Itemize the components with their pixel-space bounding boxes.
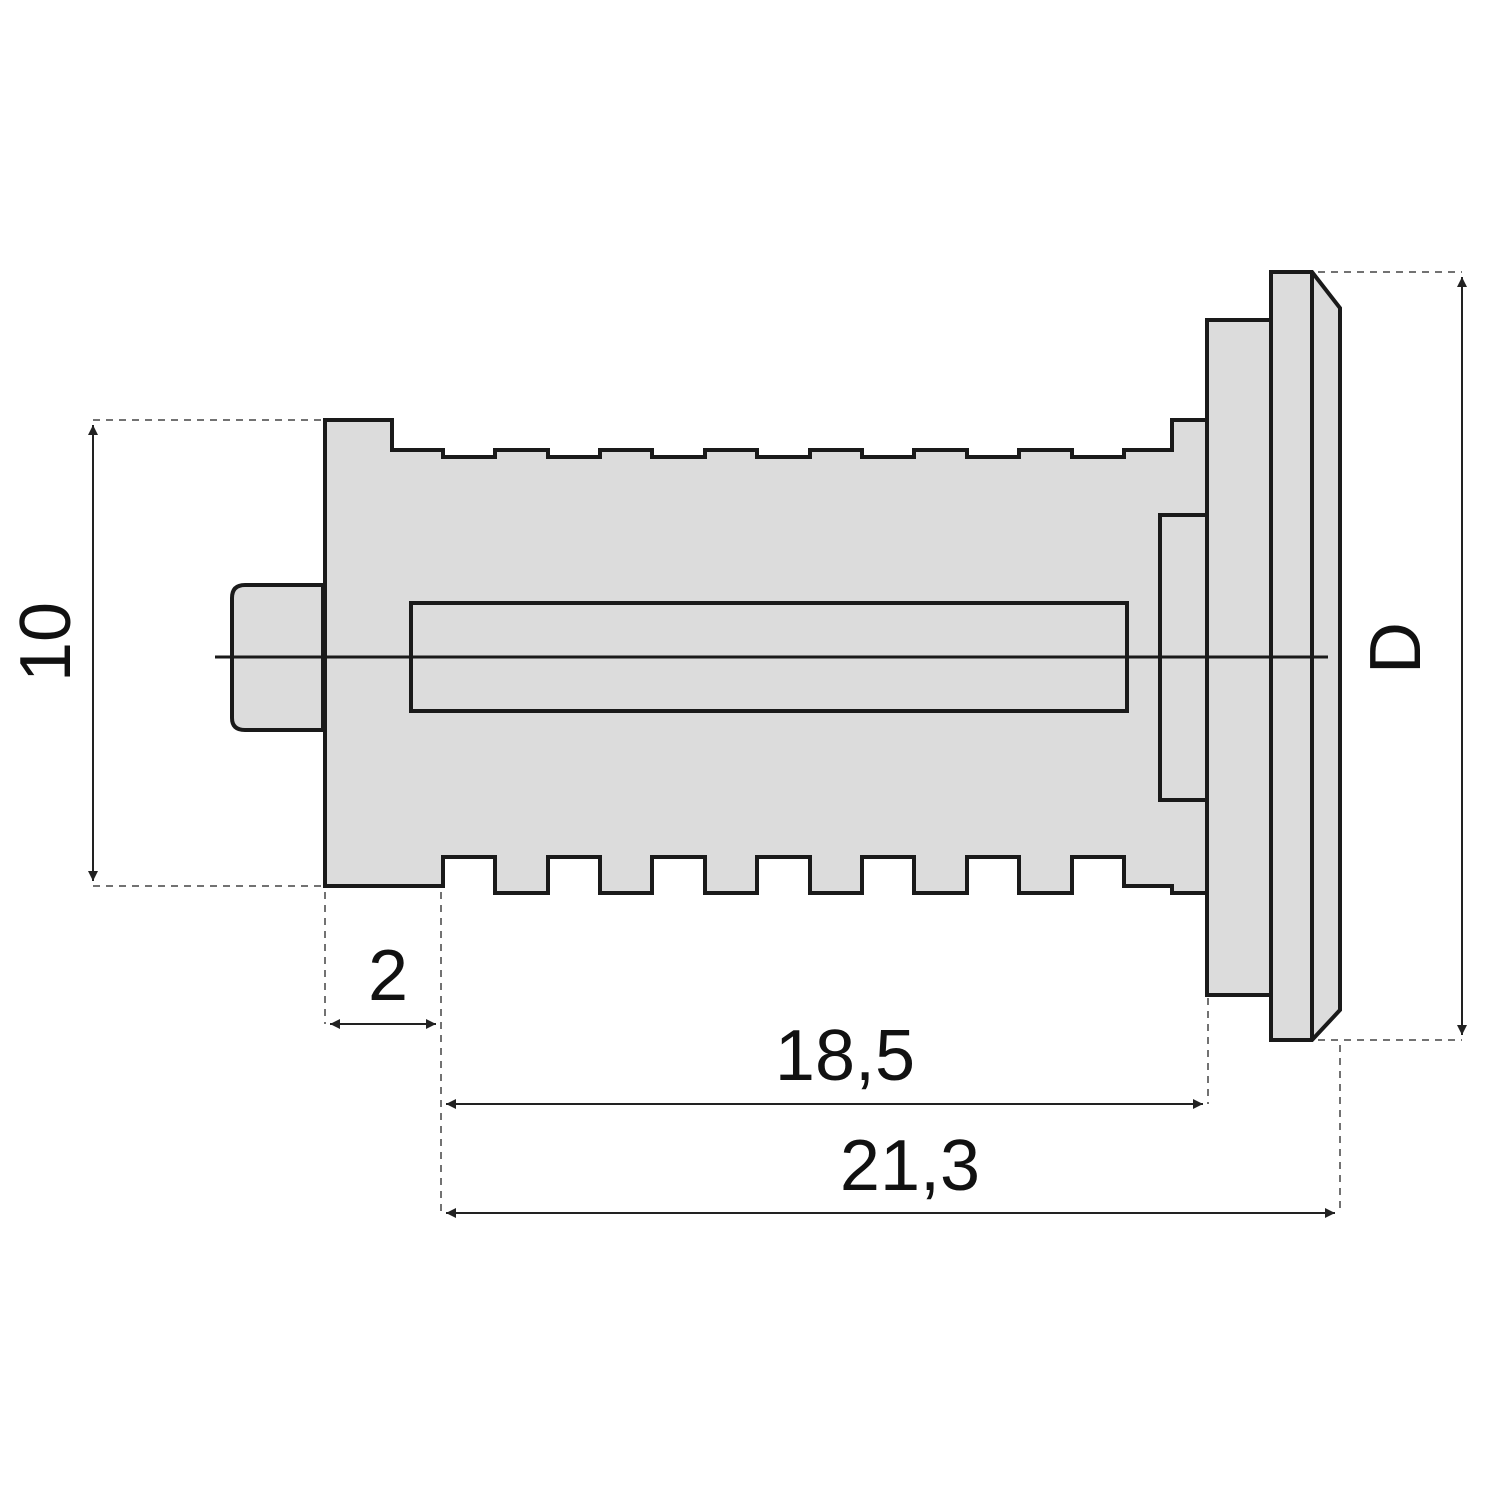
offset-dimension: 2 <box>324 892 442 1215</box>
diameter-dimension: D <box>1318 271 1467 1041</box>
body-length-dimension: 18,5 <box>446 998 1209 1109</box>
total-length-label: 21,3 <box>840 1126 980 1206</box>
total-length-dimension: 21,3 <box>446 1045 1341 1218</box>
height-dimension: 10 <box>6 419 322 887</box>
body-length-label: 18,5 <box>775 1016 915 1096</box>
height-label: 10 <box>6 602 86 682</box>
diameter-label: D <box>1356 622 1436 674</box>
offset-label: 2 <box>368 936 408 1016</box>
